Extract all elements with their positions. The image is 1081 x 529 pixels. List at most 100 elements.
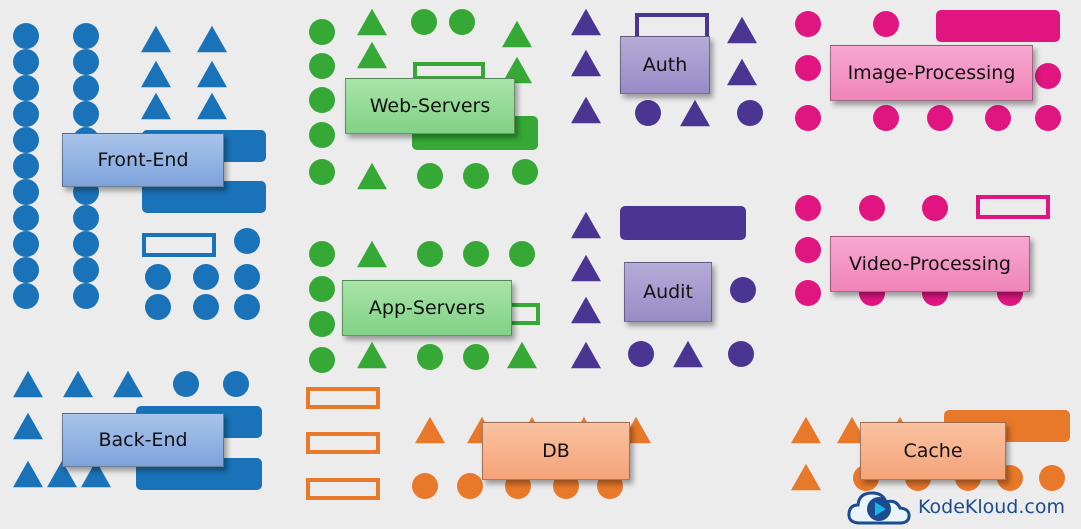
triangle-icon xyxy=(727,58,757,86)
triangle-icon xyxy=(197,60,227,88)
triangle-icon xyxy=(571,96,601,124)
triangle-icon xyxy=(113,370,143,398)
triangle-icon xyxy=(571,49,601,77)
circle-icon xyxy=(13,179,39,205)
circle-icon xyxy=(927,105,953,131)
circle-icon xyxy=(234,264,260,290)
circle-icon xyxy=(73,49,99,75)
triangle-icon xyxy=(357,162,387,190)
circle-icon xyxy=(309,19,335,45)
circle-icon xyxy=(512,159,538,185)
circle-icon xyxy=(463,241,489,267)
circle-icon xyxy=(309,347,335,373)
circle-icon xyxy=(145,264,171,290)
circle-icon xyxy=(13,205,39,231)
triangle-icon xyxy=(571,296,601,324)
circle-icon xyxy=(463,344,489,370)
triangle-icon xyxy=(502,56,532,84)
triangle-icon xyxy=(357,8,387,36)
circle-icon xyxy=(309,311,335,337)
circle-icon xyxy=(193,294,219,320)
brand-logo[interactable]: KodeKloud.com xyxy=(846,487,1065,527)
circle-icon xyxy=(795,105,821,131)
circle-icon xyxy=(13,283,39,309)
circle-icon xyxy=(922,195,948,221)
circle-icon xyxy=(417,344,443,370)
triangle-icon xyxy=(837,416,867,444)
circle-icon xyxy=(13,127,39,153)
triangle-icon xyxy=(81,460,111,488)
circle-icon xyxy=(463,163,489,189)
circle-icon xyxy=(873,105,899,131)
circle-icon xyxy=(173,371,199,397)
rectangle-outline-icon xyxy=(142,233,216,257)
triangle-icon xyxy=(502,20,532,48)
video-processing-label: Video-Processing xyxy=(830,236,1030,292)
auth-label: Auth xyxy=(620,36,710,94)
triangle-icon xyxy=(47,460,77,488)
circle-icon xyxy=(13,101,39,127)
circle-icon xyxy=(309,241,335,267)
triangle-icon xyxy=(415,416,445,444)
circle-icon xyxy=(795,11,821,37)
circle-icon xyxy=(635,100,661,126)
circle-icon xyxy=(730,277,756,303)
circle-icon xyxy=(309,53,335,79)
rectangle-icon xyxy=(620,206,746,240)
circle-icon xyxy=(417,163,443,189)
circle-icon xyxy=(73,75,99,101)
triangle-icon xyxy=(357,240,387,268)
triangle-icon xyxy=(571,8,601,36)
circle-icon xyxy=(73,283,99,309)
circle-icon xyxy=(13,23,39,49)
triangle-icon xyxy=(63,370,93,398)
circle-icon xyxy=(412,473,438,499)
triangle-icon xyxy=(673,340,703,368)
circle-icon xyxy=(234,228,260,254)
circle-icon xyxy=(73,205,99,231)
rectangle-outline-icon xyxy=(508,303,540,325)
triangle-icon xyxy=(357,341,387,369)
circle-icon xyxy=(795,55,821,81)
circle-icon xyxy=(411,9,437,35)
circle-icon xyxy=(449,9,475,35)
circle-icon xyxy=(193,264,219,290)
circle-icon xyxy=(145,294,171,320)
circle-icon xyxy=(457,473,483,499)
circle-icon xyxy=(628,341,654,367)
triangle-icon xyxy=(197,25,227,53)
back-end-label: Back-End xyxy=(62,413,224,467)
triangle-icon xyxy=(13,460,43,488)
rectangle-outline-icon xyxy=(306,432,380,454)
triangle-icon xyxy=(727,16,757,44)
triangle-icon xyxy=(571,211,601,239)
circle-icon xyxy=(13,75,39,101)
circle-icon xyxy=(1035,105,1061,131)
circle-icon xyxy=(73,101,99,127)
circle-icon xyxy=(13,49,39,75)
circle-icon xyxy=(795,195,821,221)
circle-icon xyxy=(737,100,763,126)
circle-icon xyxy=(728,341,754,367)
circle-icon xyxy=(73,231,99,257)
cloud-play-logo-icon xyxy=(847,491,911,525)
triangle-icon xyxy=(680,99,710,127)
triangle-icon xyxy=(13,370,43,398)
image-processing-label: Image-Processing xyxy=(830,45,1033,101)
triangle-icon xyxy=(571,341,601,369)
circle-icon xyxy=(1039,465,1065,491)
rectangle-outline-icon xyxy=(413,62,485,80)
circle-icon xyxy=(309,276,335,302)
circle-icon xyxy=(309,87,335,113)
front-end-label: Front-End xyxy=(62,133,224,187)
cache-label: Cache xyxy=(860,422,1006,480)
rectangle-outline-icon xyxy=(306,387,380,409)
audit-label: Audit xyxy=(624,262,712,322)
circle-icon xyxy=(13,257,39,283)
circle-icon xyxy=(73,23,99,49)
circle-icon xyxy=(73,257,99,283)
rectangle-outline-icon xyxy=(976,195,1050,219)
triangle-icon xyxy=(141,92,171,120)
triangle-icon xyxy=(13,412,43,440)
db-label: DB xyxy=(482,422,630,480)
